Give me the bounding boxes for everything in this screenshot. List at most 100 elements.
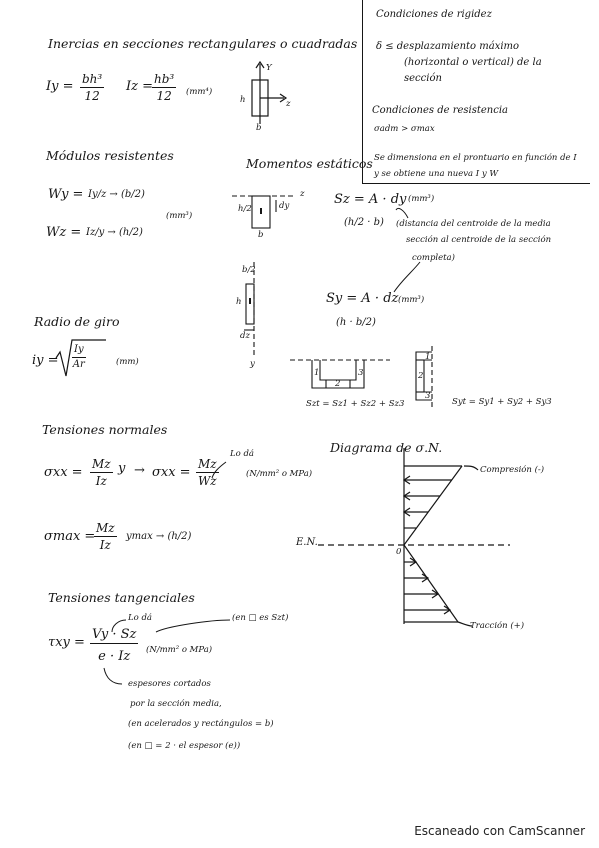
wy-rhs: Iy/z → (b/2) — [88, 189, 145, 200]
sz-formula: Sz = A · dy — [334, 192, 407, 207]
smax-denominator: Iz — [99, 538, 111, 552]
c-label-3: 3 — [358, 368, 364, 378]
note-arrows — [103, 207, 421, 685]
inercia-fig-b: b — [256, 123, 262, 133]
iz-fraction: hb³ 12 — [152, 72, 177, 103]
espesor-line-3: (en acelerados y rectángulos = b) — [128, 719, 274, 729]
tension-arrows — [404, 557, 452, 615]
sxx-lhs: σxx = — [44, 465, 83, 480]
inercia-fig-z: z — [286, 99, 291, 109]
iy-denominator: 12 — [84, 89, 100, 103]
sxx-fraction: Mz Iz — [90, 458, 113, 487]
sz-figure — [232, 195, 296, 229]
centroid-note-1: (distancia del centroide de la media — [396, 219, 551, 229]
sz-paren: (h/2 · b) — [344, 217, 384, 228]
centroid-note-3: completa) — [412, 253, 455, 263]
inercia-fig-h: h — [240, 95, 246, 105]
dimension-note-1: Se dimensiona en el prontuario en funció… — [374, 153, 577, 163]
radio-title: Radio de giro — [34, 314, 120, 329]
u-label-2: 2 — [418, 371, 424, 381]
sz-fig-z: z — [300, 189, 305, 199]
szt-formula: Szt = Sz1 + Sz2 + Sz3 — [306, 399, 405, 409]
inercia-figure — [251, 60, 288, 124]
txy-lhs: τxy = — [48, 635, 85, 650]
iz-denominator: 12 — [156, 89, 172, 103]
centroid-note-2: sección al centroide de la sección — [406, 235, 552, 245]
rigidez-line-2: (horizontal o vertical) de la — [404, 57, 542, 68]
dimension-note-2: y se obtiene una nueva I y W — [374, 169, 499, 179]
c-label-2: 2 — [335, 379, 341, 389]
sz-fig-dy: dy — [279, 201, 290, 211]
en-label: E.N. — [296, 537, 318, 548]
smax-lhs: σmax = — [44, 529, 96, 544]
sxx-lhs-2: σxx = — [152, 465, 191, 480]
stress-diagram — [318, 448, 510, 627]
lo-da-note: Lo dá — [230, 449, 254, 459]
shear-stress-unit: (N/mm² o MPa) — [146, 645, 213, 655]
sz-unit: (mm³) — [408, 194, 435, 204]
compresion-label: Compresión (-) — [480, 465, 545, 475]
radical-sign — [55, 339, 106, 377]
sz-fig-h2: h/2 — [238, 204, 252, 214]
espesor-line-2: por la sección media, — [130, 699, 222, 709]
u-section-figure — [415, 346, 433, 408]
iy-lhs: Iy = — [46, 79, 74, 94]
compression-arrows — [402, 475, 452, 529]
inercia-unit: (mm⁴) — [186, 87, 213, 97]
radio-denominator: Ar — [72, 359, 85, 370]
momentos-title: Momentos estáticos — [246, 156, 373, 171]
wz-lhs: Wz = — [46, 225, 82, 240]
smax-fraction: Mz Iz — [94, 522, 117, 551]
txy-numerator: Vy · Sz — [90, 627, 139, 644]
rigidez-line-3: sección — [404, 73, 442, 84]
radio-numerator: Iy — [72, 345, 86, 358]
camscanner-footer: Escaneado con CamScanner — [414, 824, 585, 838]
u-label-1: 1 — [425, 352, 431, 362]
sy-figure — [244, 262, 255, 356]
sxx-arrow: → — [134, 463, 145, 478]
rigidez-box — [362, 0, 590, 184]
inercia-fig-y: Y — [266, 63, 272, 73]
sxx-y: y — [118, 461, 126, 476]
iz-numerator: hb³ — [152, 72, 177, 88]
espesor-line-4: (en □ = 2 · el espesor (e)) — [128, 741, 241, 751]
sy-fig-h: h — [236, 297, 242, 307]
txy-fraction: Vy · Sz e · Iz — [90, 627, 139, 664]
sy-fig-dz: dz — [240, 331, 250, 341]
inercias-title: Inercias en secciones rectangulares o cu… — [48, 36, 358, 51]
wy-lhs: Wy = — [48, 187, 84, 202]
traccion-label: Tracción (+) — [470, 621, 525, 631]
modulos-title: Módulos resistentes — [46, 148, 174, 163]
txy-denominator: e · Iz — [98, 649, 131, 664]
radio-fraction: Iy Ar — [72, 345, 86, 370]
iy-numerator: bh³ — [80, 72, 105, 88]
modulos-unit: (mm³) — [166, 211, 193, 221]
diagrama-title: Diagrama de σ.N. — [330, 440, 443, 455]
iy-fraction: bh³ 12 — [80, 72, 105, 103]
u-label-3: 3 — [425, 391, 431, 401]
c-section-figure — [290, 359, 390, 389]
sy-unit: (mm³) — [398, 295, 425, 305]
radio-unit: (mm) — [116, 357, 139, 367]
tensiones-normales-title: Tensiones normales — [42, 422, 168, 437]
sxx-denominator: Iz — [95, 474, 107, 488]
iz-lhs: Iz = — [126, 79, 154, 94]
sy-formula: Sy = A · dz — [326, 291, 399, 306]
sxx-denominator-2: Wz — [197, 474, 217, 488]
sz-fig-b: b — [258, 230, 264, 240]
wz-rhs: Iz/y → (h/2) — [86, 227, 143, 238]
rigidez-title: Condiciones de rigidez — [376, 9, 492, 20]
espesor-line-1: espesores cortados — [128, 679, 211, 689]
sxx-fraction-2: Mz Wz — [196, 458, 219, 487]
syt-formula: Syt = Sy1 + Sy2 + Sy3 — [452, 397, 552, 407]
szt-note: (en □ es Szt) — [232, 613, 289, 623]
zero-label: 0 — [396, 547, 402, 557]
resistencia-title: Condiciones de resistencia — [372, 105, 508, 116]
rigidez-line-1: δ ≤ desplazamiento máximo — [376, 41, 520, 52]
sy-paren: (h · b/2) — [336, 317, 376, 328]
tensiones-tangenciales-title: Tensiones tangenciales — [48, 590, 195, 605]
resistencia-relation: σadm > σmax — [374, 124, 435, 134]
normal-stress-unit: (N/mm² o MPa) — [246, 469, 313, 479]
